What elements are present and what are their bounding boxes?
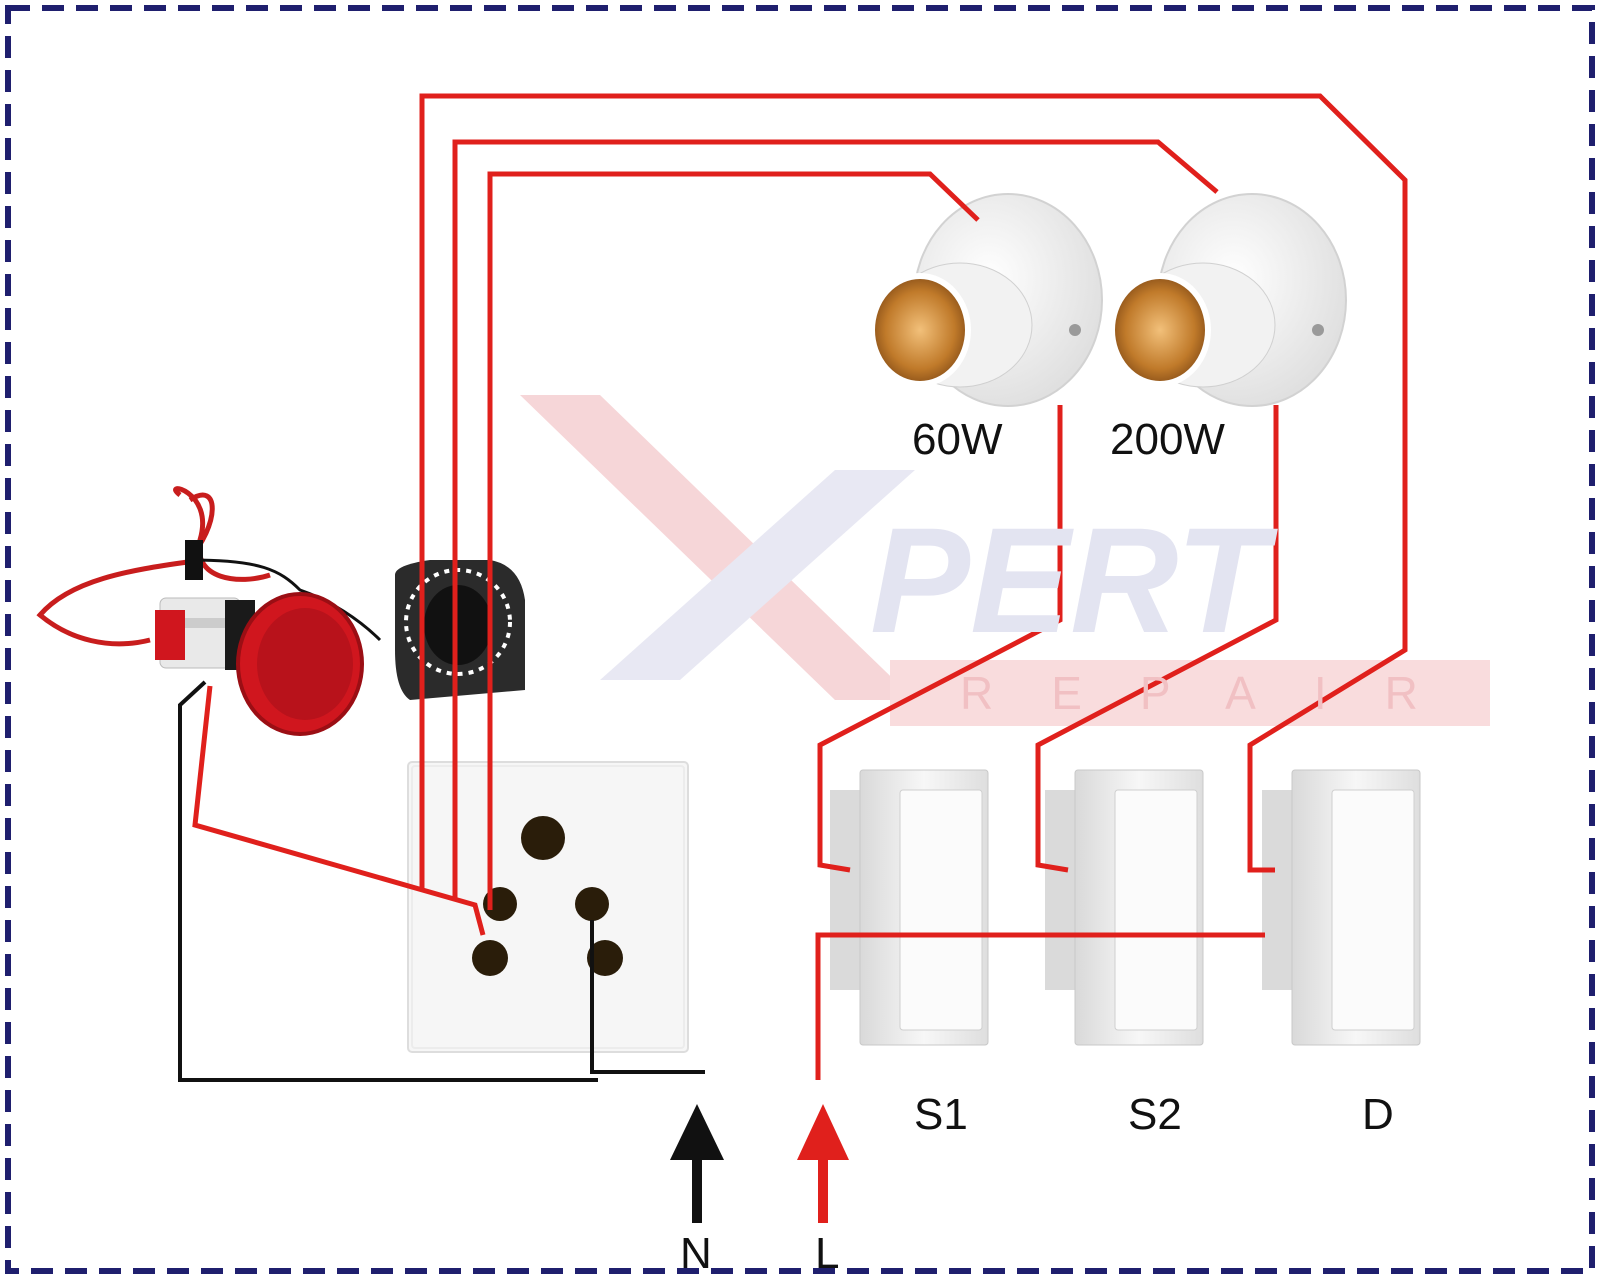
neutral-label: N: [680, 1229, 712, 1278]
neutral-arrow: [670, 1104, 724, 1223]
socket-hole-3: [472, 940, 508, 976]
switch-s1-label: S1: [914, 1090, 968, 1139]
socket-hole-2: [575, 887, 609, 921]
socket-earth-hole: [521, 816, 565, 860]
watermark-brand: PERT: [870, 496, 1268, 664]
live-label: L: [815, 1229, 840, 1278]
switch-s2: [1045, 769, 1204, 1046]
watermark-tagline: REPAIR: [960, 667, 1476, 719]
socket-hole-4: [587, 940, 623, 976]
live-wires: [192, 93, 1408, 1080]
switch-s1: [830, 769, 989, 1046]
neutral-wires: [178, 680, 705, 1082]
live-arrow: [797, 1104, 849, 1223]
wall-socket: [407, 761, 689, 1053]
lamp-holder-left: [869, 193, 1103, 407]
switch-s2-label: S2: [1128, 1090, 1182, 1139]
digital-meter: [36, 486, 382, 736]
lamp-holder-right: [1109, 193, 1347, 407]
watermark-logo-x: [520, 395, 915, 700]
watermark-banner: [890, 660, 1490, 726]
switch-d-label: D: [1362, 1090, 1394, 1139]
bulb-right-power-label: 200W: [1110, 415, 1225, 464]
switch-d: [1262, 769, 1421, 1046]
bulb-left-power-label: 60W: [912, 415, 1003, 464]
diagram-border: [5, 5, 1595, 1274]
current-transformer: [395, 560, 525, 700]
